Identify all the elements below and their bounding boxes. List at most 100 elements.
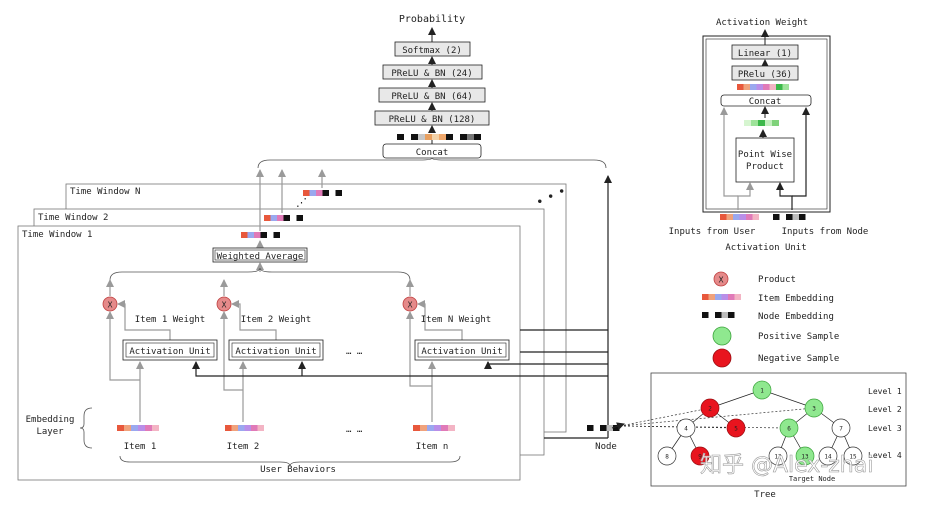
embedding-segment	[425, 134, 432, 140]
items-ellipsis: … …	[346, 425, 363, 435]
embedding-segment	[733, 214, 740, 220]
tree-level-3: Level 3	[868, 424, 902, 433]
embedding-layer-label-1: Embedding	[26, 415, 75, 425]
embedding-segment	[776, 84, 783, 90]
embedding-segment	[254, 232, 261, 238]
time-window-n-label: Time Window N	[70, 187, 140, 197]
embedding-segment	[131, 425, 138, 431]
embedding-segment	[434, 425, 441, 431]
tree-node-label: 2	[708, 406, 712, 413]
input-user-embedding	[720, 214, 759, 220]
concat-label: Concat	[416, 148, 449, 158]
time-window-1-label: Time Window 1	[22, 230, 92, 240]
legend-product-label: Product	[758, 275, 796, 285]
legend-negative-label: Negative Sample	[758, 354, 839, 364]
tree-node-label: 8	[665, 454, 669, 461]
tree-node	[779, 418, 799, 438]
embedding-segment	[763, 84, 770, 90]
embedding-segment	[439, 134, 446, 140]
embedding-segment	[322, 190, 329, 196]
embedding-segment	[772, 120, 779, 126]
activation-unit-caption: Activation Unit	[725, 243, 806, 253]
embedding-segment	[117, 425, 124, 431]
legend-item-embedding-icon	[702, 294, 741, 300]
embedding-segment	[769, 84, 776, 90]
embedding-segment	[786, 214, 793, 220]
tree-node-label: 6	[787, 426, 791, 433]
item-n-embedding	[413, 425, 455, 431]
pointwise-embedding	[744, 120, 779, 126]
weighted-average-label: Weighted Average	[217, 252, 304, 262]
legend-node-label: Node Embedding	[758, 312, 834, 322]
product-circle-1: X	[102, 279, 118, 312]
tree-node	[831, 418, 851, 438]
activation-weight-title: Activation Weight	[716, 18, 808, 28]
embedding-segment	[270, 215, 277, 221]
embedding-segment	[277, 215, 284, 221]
tree-node-label: 1	[760, 388, 764, 395]
embedding-segment	[715, 312, 722, 318]
embedding-segment	[260, 232, 267, 238]
embedding-segment	[427, 425, 434, 431]
window-2-output-embedding	[264, 215, 303, 221]
concat-brace	[257, 157, 607, 169]
product-circle-n: X	[402, 279, 418, 312]
legend-positive-label: Positive Sample	[758, 332, 839, 342]
embedding-segment	[600, 425, 607, 431]
time-window-2-label: Time Window 2	[38, 213, 108, 223]
tree-node	[768, 446, 788, 466]
embedding-segment	[404, 134, 411, 140]
item-1-embedding	[117, 425, 159, 431]
user-behaviors-brace	[119, 455, 461, 467]
embedding-segment	[296, 215, 303, 221]
embedding-segment	[273, 232, 280, 238]
window-n-output-embedding	[303, 190, 342, 196]
embedding-segment	[152, 425, 159, 431]
tree-node	[818, 446, 838, 466]
embedding-segment	[750, 84, 757, 90]
pointwise-product-box	[735, 137, 795, 183]
item-n-label: Item n	[416, 442, 449, 452]
tree-node-label: 5	[734, 426, 738, 433]
embedding-layer-label-2: Layer	[36, 427, 64, 437]
activation-unit-label: Activation Unit	[421, 347, 502, 357]
product-symbol: X	[222, 301, 227, 310]
activation-unit-label: Activation Unit	[235, 347, 316, 357]
tree-node-label: 9	[698, 454, 702, 461]
embedding-segment	[267, 232, 274, 238]
embedding-segment	[411, 134, 418, 140]
activation-unit-2: Activation Unit	[228, 339, 324, 361]
embedding-segment	[247, 232, 254, 238]
prelu-bn-128-label: PReLU & BN (128)	[389, 115, 476, 125]
prelu-36-label: PRelu (36)	[738, 70, 792, 80]
embedding-segment	[231, 425, 238, 431]
embedding-segment	[316, 190, 323, 196]
embedding-segment	[792, 214, 799, 220]
activation-unit-label: Activation Unit	[129, 347, 210, 357]
tree-node	[795, 446, 815, 466]
embedding-segment	[756, 84, 763, 90]
target-node-label: Target Node	[789, 475, 835, 483]
node-to-au1-line	[192, 361, 608, 377]
tree-node-label: 4	[684, 426, 688, 433]
tree-level-2: Level 2	[868, 405, 902, 414]
legend: X Product Item Embedding Node Embedding …	[702, 271, 839, 368]
tree-node-label: 15	[849, 454, 857, 461]
tree-node	[752, 380, 772, 400]
activation-unit-1: Activation Unit	[122, 339, 218, 361]
embedding-layer-brace	[79, 407, 93, 449]
embedding-segment	[474, 134, 481, 140]
embedding-segment	[744, 120, 751, 126]
embedding-segment	[726, 214, 733, 220]
tree-caption: Tree	[754, 490, 776, 500]
item-n-weight-label: Item N Weight	[421, 315, 491, 325]
item-2-embedding	[225, 425, 264, 431]
embedding-segment	[145, 425, 152, 431]
embedding-segment	[264, 215, 271, 221]
embedding-segment	[773, 214, 780, 220]
embedding-segment	[734, 312, 741, 318]
embedding-segment	[335, 190, 342, 196]
embedding-segment	[758, 120, 765, 126]
